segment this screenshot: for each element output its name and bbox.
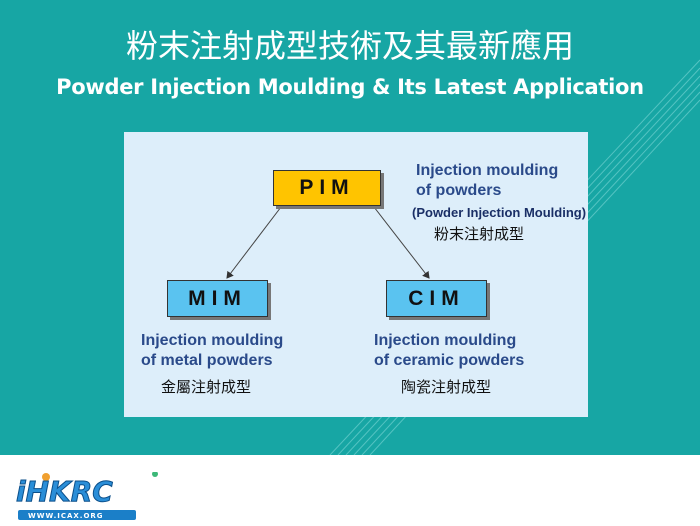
cim-description: Injection moulding of ceramic powders bbox=[374, 331, 524, 371]
svg-text:WWW.ICAX.ORG: WWW.ICAX.ORG bbox=[28, 512, 104, 520]
cim-desc-line1: Injection moulding bbox=[374, 332, 517, 349]
arrows bbox=[226, 206, 430, 279]
cim-box: CIM bbox=[386, 280, 487, 317]
mim-box: MIM bbox=[167, 280, 268, 317]
ihkrc-logo: iHKRC WWW.ICAX.ORG bbox=[8, 471, 158, 526]
mim-desc-line1: Injection moulding bbox=[141, 332, 284, 349]
svg-text:iHKRC: iHKRC bbox=[16, 475, 113, 508]
pim-desc-line2: of powders bbox=[416, 182, 502, 199]
mim-chinese: 金屬注射成型 bbox=[161, 378, 252, 396]
cim-chinese: 陶瓷注射成型 bbox=[401, 378, 492, 396]
mim-description: Injection moulding of metal powders bbox=[141, 331, 283, 371]
pim-description: Injection moulding of powders bbox=[416, 161, 558, 201]
mim-desc-line2: of metal powders bbox=[141, 352, 273, 369]
pim-box: PIM bbox=[273, 170, 381, 206]
title-english: Powder Injection Moulding & Its Latest A… bbox=[56, 75, 644, 99]
cim-desc-line2: of ceramic powders bbox=[374, 352, 525, 369]
pim-desc-line1: Injection moulding bbox=[416, 162, 559, 179]
arrow-pim-to-mim bbox=[226, 206, 282, 279]
arrow-pim-to-cim bbox=[373, 206, 430, 279]
diagram-panel: PIM MIM CIM Injection moulding of powder… bbox=[124, 132, 588, 417]
pim-fullname: (Powder Injection Moulding) bbox=[412, 205, 587, 220]
pim-chinese: 粉末注射成型 bbox=[434, 225, 525, 243]
title-chinese: 粉末注射成型技術及其最新應用 bbox=[125, 27, 574, 65]
